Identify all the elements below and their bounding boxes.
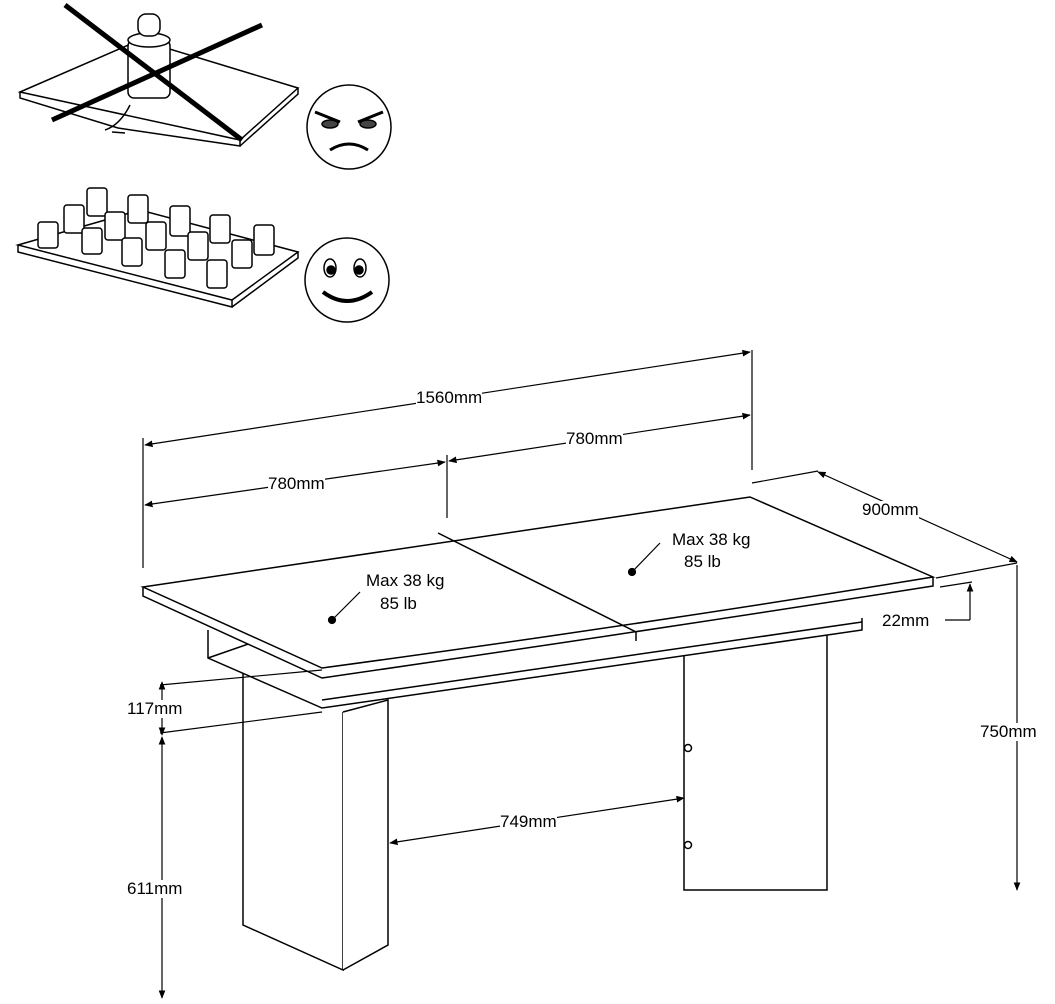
distributed-load-correct-icon <box>15 187 300 308</box>
left-load-lb-label: 85 lb <box>380 594 417 613</box>
left-half-length-label: 780mm <box>268 474 325 493</box>
apron-height-label: 117mm <box>127 699 183 718</box>
total-length-label: 1560mm <box>416 388 483 407</box>
concentrated-load-wrong-icon <box>17 3 300 147</box>
right-load-lb-label: 85 lb <box>684 552 721 571</box>
top-thickness-label: 22mm <box>882 611 930 630</box>
angry-face-icon <box>306 84 392 170</box>
happy-face-icon <box>304 237 390 323</box>
table-drawing <box>140 496 936 972</box>
right-load-kg-label: Max 38 kg <box>672 530 751 549</box>
leg-spacing-label: 749mm <box>500 812 557 831</box>
right-half-length-label: 780mm <box>566 429 623 448</box>
leg-clearance-label: 611mm <box>127 879 183 898</box>
left-load-kg-label: Max 38 kg <box>366 571 445 590</box>
depth-label: 900mm <box>862 500 919 519</box>
height-label: 750mm <box>980 722 1037 741</box>
